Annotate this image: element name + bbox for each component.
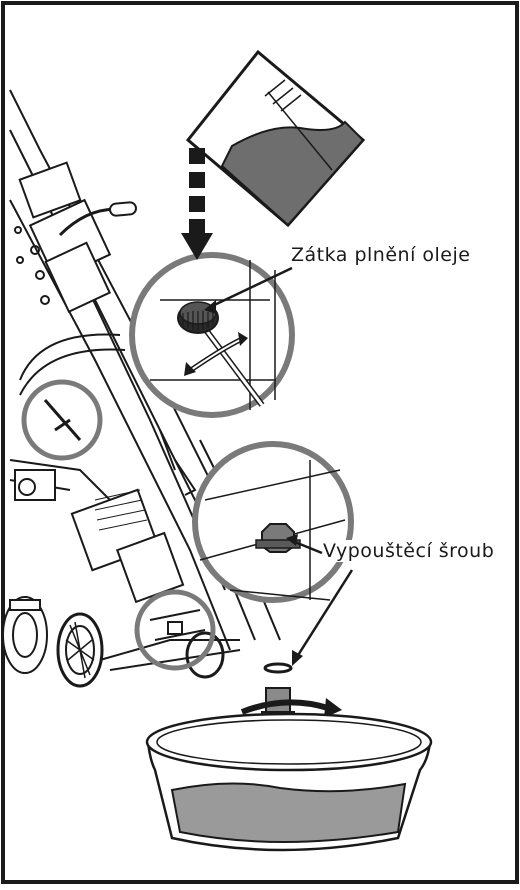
drain-screw-callout [192, 441, 354, 603]
rotate-arrow-left-icon [184, 362, 196, 376]
leader-line-oil [207, 266, 293, 310]
leader-line-tray [293, 569, 354, 661]
oil-fill-plug-label: Zátka plnění oleje [291, 244, 471, 266]
rotate-arrow-right-icon [238, 332, 248, 346]
callout-circle-drain-location [134, 589, 216, 671]
oil-fill-callout [129, 252, 295, 418]
callout-circle-small [21, 379, 103, 461]
pour-arrow-icon [181, 148, 213, 260]
drain-tray-icon [145, 712, 433, 852]
tighten-arrow-icon [324, 698, 342, 718]
drain-screw-icon [255, 523, 301, 553]
drain-screw-label: Vypouštěcí šroub [323, 540, 495, 562]
oil-beaker-icon [185, 49, 366, 228]
